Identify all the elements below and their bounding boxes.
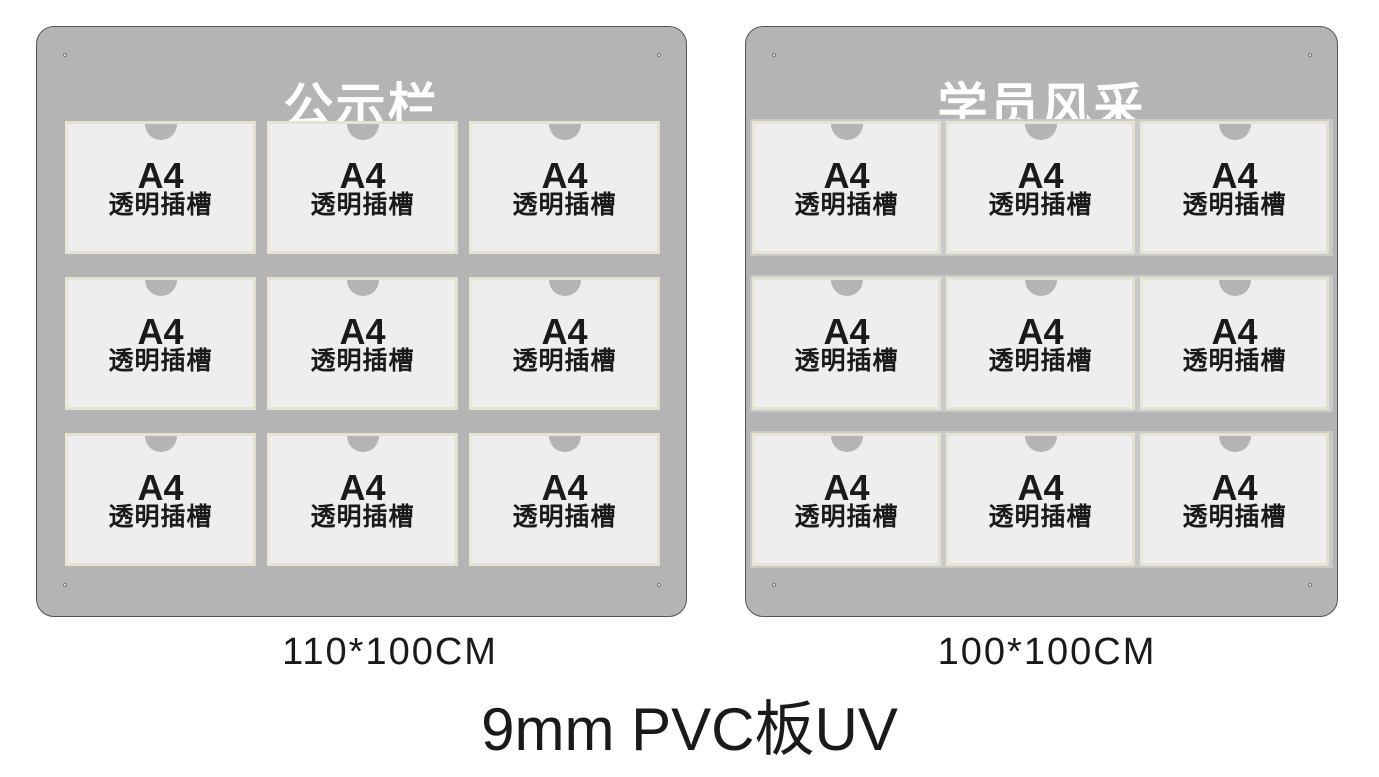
slot-description: 透明插槽 [108, 346, 213, 375]
slot-size-label: A4 [339, 467, 386, 508]
slot-size-label: A4 [541, 467, 588, 508]
mounting-screw [772, 53, 776, 57]
slot-description: 透明插槽 [310, 502, 415, 531]
slot-description: 透明插槽 [988, 190, 1093, 219]
finger-notch [1024, 436, 1057, 452]
finger-notch [144, 124, 177, 140]
slot-size-label: A4 [137, 155, 184, 196]
slot-size-label: A4 [541, 311, 588, 352]
finger-notch [830, 436, 863, 452]
slot-size-label: A4 [339, 311, 386, 352]
slot-description: 透明插槽 [512, 502, 617, 531]
finger-notch [1218, 436, 1251, 452]
finger-notch [830, 124, 863, 140]
finger-notch [830, 280, 863, 296]
slot-description: 透明插槽 [108, 502, 213, 531]
finger-notch [346, 280, 379, 296]
mounting-screw [63, 583, 67, 587]
material-caption: 9mm PVC板UV [481, 696, 898, 763]
finger-notch [346, 124, 379, 140]
mounting-screw [657, 53, 661, 57]
slot-size-label: A4 [339, 155, 386, 196]
slot-description: 透明插槽 [108, 190, 213, 219]
finger-notch [1218, 124, 1251, 140]
dimension-label-right: 100*100CM [937, 631, 1157, 673]
mounting-screw [1308, 53, 1312, 57]
slot-description: 透明插槽 [988, 346, 1093, 375]
slot-description: 透明插槽 [1182, 502, 1287, 531]
slot-size-label: A4 [823, 467, 870, 508]
slot-description: 透明插槽 [512, 346, 617, 375]
slot-size-label: A4 [137, 311, 184, 352]
slot-size-label: A4 [137, 467, 184, 508]
slot-description: 透明插槽 [988, 502, 1093, 531]
finger-notch [1024, 124, 1057, 140]
slot-size-label: A4 [1017, 311, 1064, 352]
slot-size-label: A4 [1017, 467, 1064, 508]
slot-size-label: A4 [823, 155, 870, 196]
slot-size-label: A4 [1211, 467, 1258, 508]
finger-notch [548, 124, 581, 140]
slot-description: 透明插槽 [1182, 346, 1287, 375]
finger-notch [548, 280, 581, 296]
finger-notch [144, 280, 177, 296]
slot-description: 透明插槽 [512, 190, 617, 219]
slot-size-label: A4 [823, 311, 870, 352]
finger-notch [1024, 280, 1057, 296]
mounting-screw [1308, 583, 1312, 587]
slot-description: 透明插槽 [794, 190, 899, 219]
finger-notch [346, 436, 379, 452]
slot-description: 透明插槽 [310, 190, 415, 219]
slot-size-label: A4 [1017, 155, 1064, 196]
slot-size-label: A4 [1211, 155, 1258, 196]
slot-description: 透明插槽 [794, 346, 899, 375]
slot-size-label: A4 [1211, 311, 1258, 352]
dimension-label-left: 110*100CM [282, 631, 498, 673]
finger-notch [144, 436, 177, 452]
slot-description: 透明插槽 [794, 502, 899, 531]
mounting-screw [657, 583, 661, 587]
slot-description: 透明插槽 [310, 346, 415, 375]
mounting-screw [63, 53, 67, 57]
slot-size-label: A4 [541, 155, 588, 196]
finger-notch [548, 436, 581, 452]
slot-description: 透明插槽 [1182, 190, 1287, 219]
mounting-screw [772, 583, 776, 587]
finger-notch [1218, 280, 1251, 296]
